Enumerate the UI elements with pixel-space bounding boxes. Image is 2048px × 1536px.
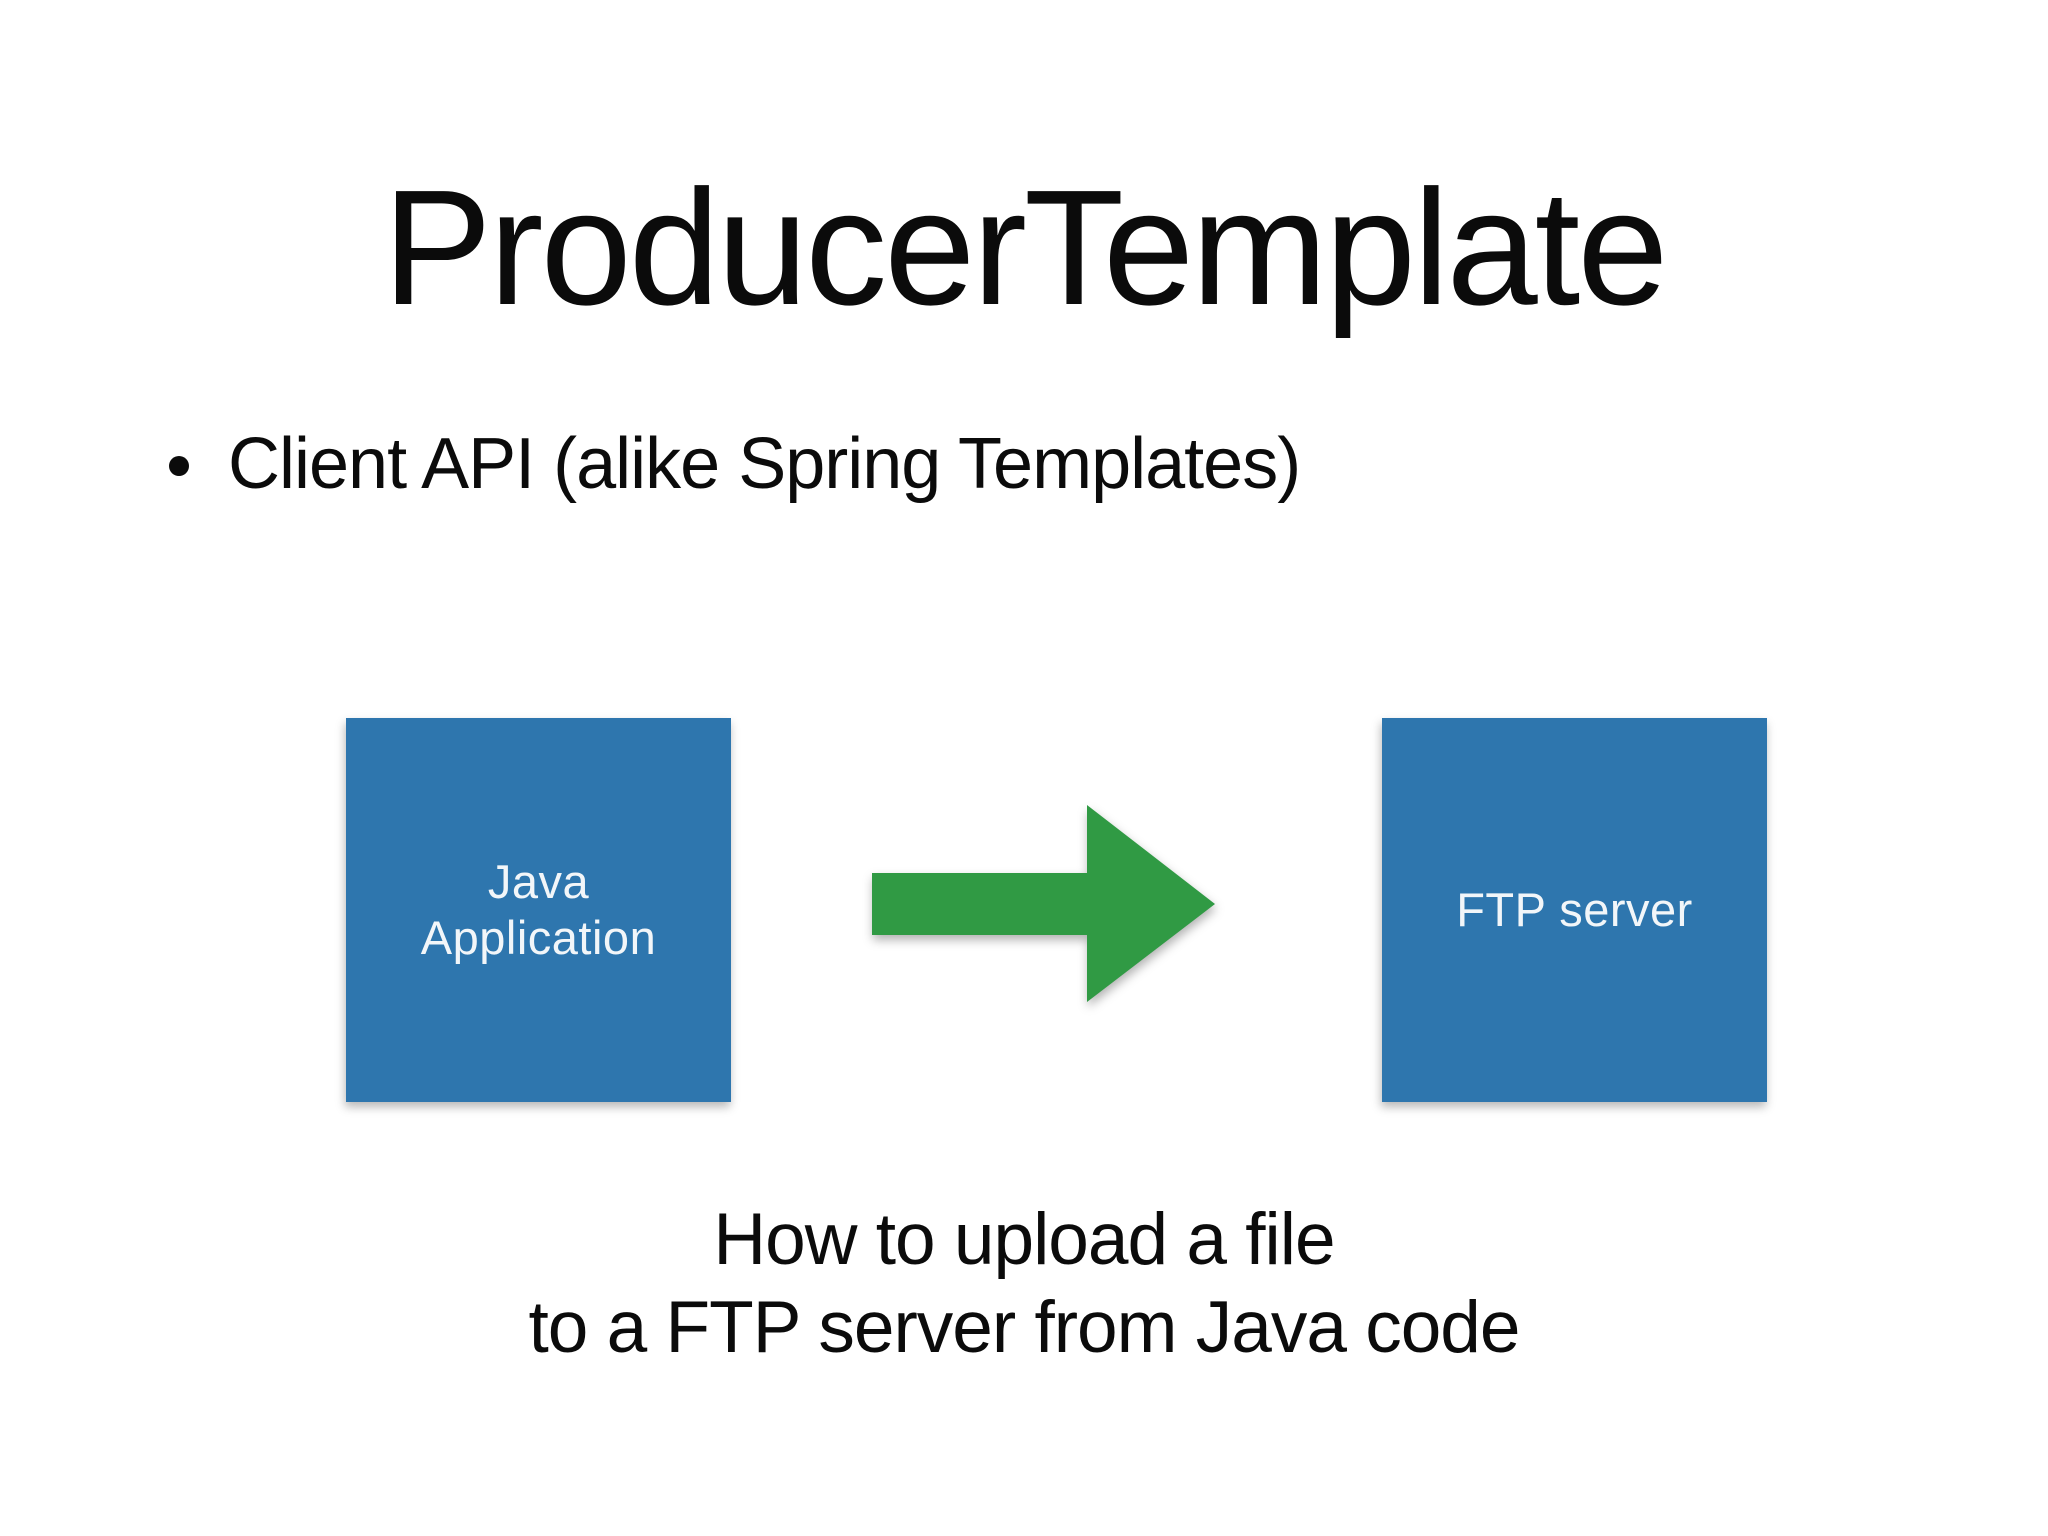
ftp-server-box: FTP server (1382, 718, 1767, 1102)
bullet-dot (169, 456, 189, 476)
caption-line-1: How to upload a file (713, 1199, 1335, 1280)
bullet-item: Client API (alike Spring Templates) (169, 424, 1301, 504)
ftp-server-label: FTP server (1456, 883, 1693, 936)
caption-line-2: to a FTP server from Java code (528, 1287, 1520, 1368)
java-application-label: Java Application (421, 854, 656, 966)
bullet-text: Client API (alike Spring Templates) (228, 424, 1301, 504)
java-application-label-line1: Java (487, 855, 590, 908)
slide-title: ProducerTemplate (382, 156, 1669, 339)
right-arrow-icon (872, 805, 1215, 1002)
caption: How to upload a file to a FTP server fro… (0, 1196, 2048, 1372)
java-application-box: Java Application (346, 718, 731, 1102)
java-application-label-line2: Application (420, 911, 657, 964)
